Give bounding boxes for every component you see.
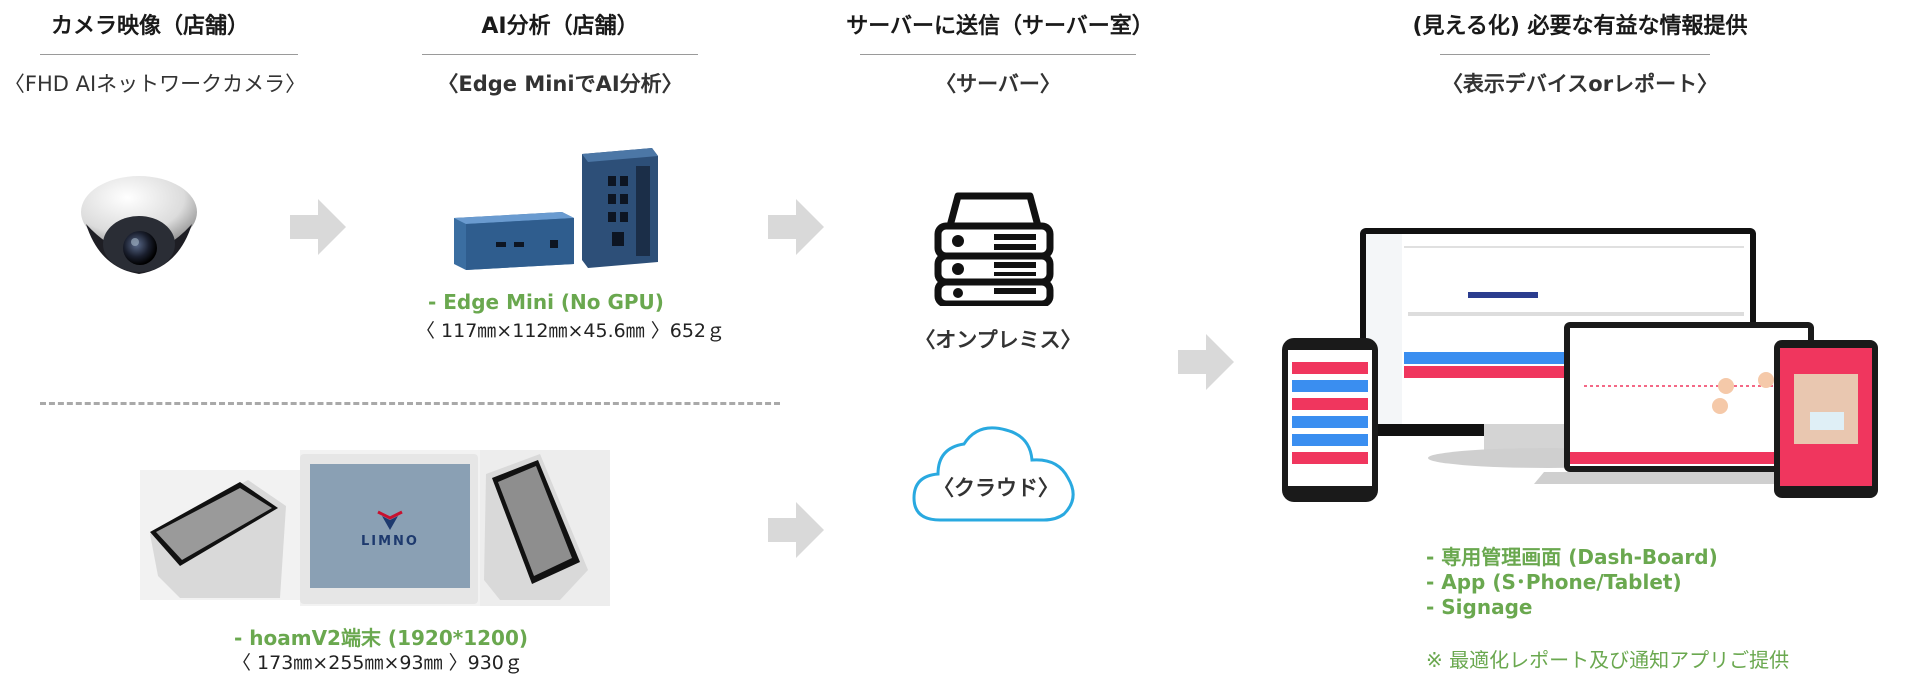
report-note: ※ 最適化レポート及び通知アプリご提供: [1426, 648, 1790, 672]
cloud-label: 〈クラウド〉: [933, 476, 1059, 500]
server-rack-icon: [934, 192, 1054, 306]
col-subtitle-ai: 〈Edge MiniでAI分析〉: [437, 72, 683, 96]
hoam-device-photo: LIMNO: [140, 450, 610, 606]
section-divider: [40, 402, 780, 405]
col-title-display: (見える化) 必要な有益な情報提供: [1412, 14, 1748, 39]
arrow-right-icon: [290, 199, 346, 255]
arrow-right-icon: [1178, 334, 1234, 390]
feature-signage: - Signage: [1426, 595, 1533, 619]
hoam-screen-logo: LIMNO: [361, 534, 419, 549]
feature-dashboard: - 専用管理画面 (Dash-Board): [1426, 545, 1718, 569]
col-subtitle-camera: 〈FHD AIネットワークカメラ〉: [3, 72, 307, 96]
col-rule-server: [860, 54, 1136, 55]
onprem-label: 〈オンプレミス〉: [914, 328, 1082, 352]
edge-mini-pc-icon: [454, 148, 658, 270]
hoam-name: - hoamV2端末 (1920*1200): [234, 626, 529, 650]
col-title-server: サーバーに送信（サーバー室）: [846, 14, 1154, 39]
col-title-ai: AI分析（店舗）: [481, 14, 639, 39]
feature-app: - App (S･Phone/Tablet): [1426, 570, 1682, 594]
col-subtitle-display: 〈表示デバイスorレポート〉: [1441, 72, 1719, 96]
dome-camera-icon: [81, 176, 197, 274]
col-subtitle-server: 〈サーバー〉: [935, 72, 1061, 96]
hoam-spec: 〈 173㎜×255㎜×93㎜ 〉930ｇ: [232, 652, 523, 674]
edge-mini-name: - Edge Mini (No GPU): [428, 290, 664, 314]
col-rule-camera: [40, 54, 298, 55]
col-title-camera: カメラ映像（店舗）: [50, 14, 249, 39]
display-devices-illustration: [1282, 228, 1878, 502]
cloud-icon: [912, 426, 1075, 522]
arrow-right-icon: [768, 502, 824, 558]
col-rule-ai: [422, 54, 698, 55]
arrow-right-icon: [768, 199, 824, 255]
col-rule-display: [1440, 54, 1710, 55]
edge-mini-spec: 〈 117㎜×112㎜×45.6㎜ 〉652ｇ: [416, 320, 726, 342]
